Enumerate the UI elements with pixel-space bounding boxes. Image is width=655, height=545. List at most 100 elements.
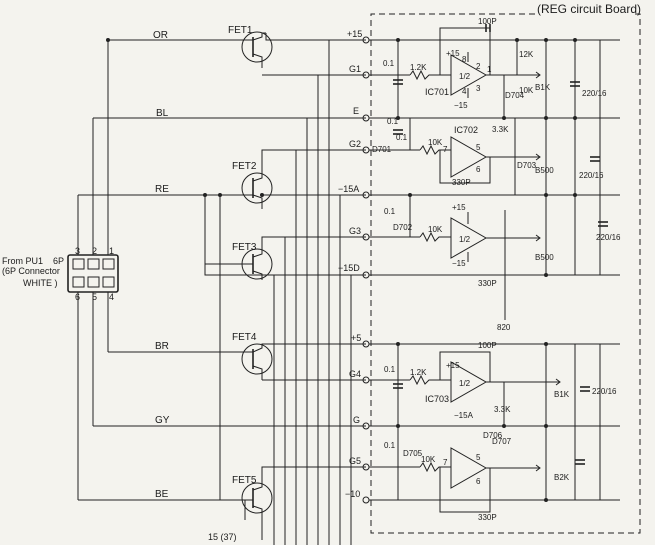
- ic702-pin7: 7: [443, 145, 448, 154]
- r8-label: 1.2K: [410, 368, 427, 377]
- fet2: [241, 149, 366, 209]
- fet3-label: FET3: [232, 242, 257, 253]
- c11-label: 330P: [478, 513, 497, 522]
- r3-label: 10K: [519, 86, 534, 95]
- node-e: E: [353, 106, 359, 116]
- r2-label: 12K: [519, 50, 534, 59]
- cap1-label: 220/16: [582, 89, 607, 98]
- cap4-label: 220/16: [592, 387, 617, 396]
- vr1-label: B1K: [535, 83, 551, 92]
- ic701-pin8: 8: [462, 55, 467, 64]
- c10-label: 0.1: [384, 441, 396, 450]
- pin-1: 1: [109, 246, 114, 256]
- ic702-label: IC702: [454, 125, 478, 135]
- pin-5: 5: [92, 292, 97, 302]
- ic701-pin3: 3: [476, 84, 481, 93]
- vr4-label: B1K: [554, 390, 570, 399]
- pin-2: 2: [92, 246, 97, 256]
- cap2-label: 220/16: [579, 171, 604, 180]
- ic702-pin5: 5: [476, 143, 481, 152]
- node-m15d: −15D: [338, 263, 360, 273]
- ic702-pin6: 6: [476, 165, 481, 174]
- ic701-label: IC701: [425, 87, 449, 97]
- wire-br: BR: [155, 341, 169, 352]
- fet4: [241, 343, 366, 380]
- d706-label: D706: [483, 431, 503, 440]
- r5-label: 3.3K: [492, 125, 509, 134]
- d704-label: D704: [505, 91, 525, 100]
- wire-be: BE: [155, 489, 169, 500]
- d702-label: D702: [393, 223, 413, 232]
- opamp-g3: [369, 195, 608, 320]
- ic701-pin1: 1: [487, 65, 492, 74]
- connector-body: [67, 254, 119, 293]
- ic703-label: IC703: [425, 394, 449, 404]
- r9-label: 3.3K: [494, 405, 511, 414]
- node-g4: G4: [349, 369, 361, 379]
- terminals: [362, 36, 370, 504]
- node-g1: G1: [349, 64, 361, 74]
- c7-label: 330P: [478, 279, 497, 288]
- r1-label: 1.2K: [410, 63, 427, 72]
- fet2-label: FET2: [232, 161, 257, 172]
- ic703-half: 1/2: [459, 379, 471, 388]
- ic703-p15: +15: [446, 361, 460, 370]
- wire-gy: GY: [155, 415, 170, 426]
- d701-label: D701: [372, 145, 392, 154]
- opamp-g5-pin7: 7: [443, 458, 448, 467]
- c2-label: 100P: [478, 17, 497, 26]
- board-title: (REG circuit Board): [537, 2, 641, 16]
- ic701: [369, 24, 580, 118]
- node-g: G: [353, 415, 360, 425]
- wire-re: RE: [155, 184, 169, 195]
- fet3: [205, 236, 366, 280]
- vr3-label: B500: [535, 253, 554, 262]
- connector-color: WHITE ): [23, 278, 58, 288]
- wire-bl: BL: [156, 108, 169, 119]
- fet5: [241, 466, 366, 520]
- d707-label: D707: [492, 437, 512, 446]
- c9-label: 100P: [478, 341, 497, 350]
- vr2-label: B500: [535, 166, 554, 175]
- node-m15a: −15A: [338, 184, 359, 194]
- opamp-g5-pin6: 6: [476, 477, 481, 486]
- ic701-p15: +15: [446, 49, 460, 58]
- c5-label: 330P: [452, 178, 471, 187]
- ic701-half: 1/2: [459, 72, 471, 81]
- ic702: [369, 118, 600, 195]
- opamp-g3-p15: +15: [452, 203, 466, 212]
- node-p5: +5: [351, 333, 361, 343]
- connector-pins-label: 6P: [53, 256, 64, 266]
- fet4-label: FET4: [232, 332, 257, 343]
- ic701-pin2: 2: [476, 62, 481, 71]
- wire-or: OR: [153, 30, 168, 41]
- ic703: [369, 344, 590, 426]
- c1-label: 0.1: [383, 59, 395, 68]
- connector-from: From PU1: [2, 256, 43, 266]
- ic703-m15a: −15A: [454, 411, 474, 420]
- c8-label: 0.1: [384, 365, 396, 374]
- node-g2: G2: [349, 139, 361, 149]
- cap3-label: 220/16: [596, 233, 621, 242]
- fet5-label: FET5: [232, 475, 257, 486]
- r7-label: 820: [497, 323, 511, 332]
- r6-label: 10K: [428, 225, 443, 234]
- vr5-label: B2K: [554, 473, 570, 482]
- node-g5: G5: [349, 456, 361, 466]
- node-g3: G3: [349, 226, 361, 236]
- r4-label: 10K: [428, 138, 443, 147]
- d705-label: D705: [403, 449, 423, 458]
- ic701-m15: −15: [454, 101, 468, 110]
- footer-label: 15 (37): [208, 532, 237, 542]
- fet1: [241, 31, 366, 68]
- r10-label: 10K: [421, 455, 436, 464]
- c4-label: 0.1: [396, 133, 408, 142]
- c6-label: 0.1: [384, 207, 396, 216]
- fet1-label: FET1: [228, 25, 253, 36]
- c3-label: 0.1: [387, 117, 399, 126]
- node-m10: −10: [345, 489, 360, 499]
- connector-type: (6P Connector: [2, 266, 60, 276]
- node-p15: +15: [347, 29, 362, 39]
- d703-label: D703: [517, 161, 537, 170]
